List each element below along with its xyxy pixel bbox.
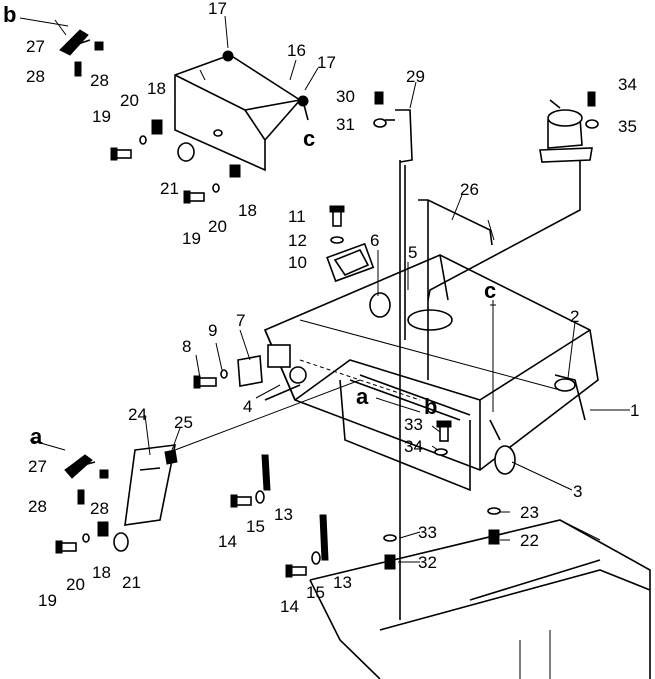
clip-27-top	[59, 29, 104, 77]
clip-27-bottom	[64, 454, 109, 505]
label-part-23: 23	[520, 503, 539, 522]
hardware-bolts	[55, 119, 501, 578]
left-bracket-24	[124, 379, 361, 526]
label-part-20a: 20	[120, 91, 139, 110]
floor-platform	[309, 519, 651, 679]
view-letter-a-mid: a	[356, 384, 369, 409]
leader-lines	[19, 15, 630, 563]
label-part-28a: 28	[26, 67, 45, 86]
horn-sensor	[427, 91, 599, 301]
label-part-1: 1	[630, 401, 639, 420]
bracket-29	[373, 91, 413, 620]
label-part-9: 9	[208, 321, 217, 340]
label-part-8: 8	[182, 337, 191, 356]
label-part-26: 26	[460, 180, 479, 199]
label-part-20b: 20	[208, 217, 227, 236]
label-part-32: 32	[418, 553, 437, 572]
label-part-18a: 18	[147, 79, 166, 98]
label-part-12: 12	[288, 231, 307, 250]
label-part-15a: 15	[246, 517, 265, 536]
label-part-7: 7	[236, 311, 245, 330]
label-part-28b: 28	[90, 71, 109, 90]
label-part-14a: 14	[218, 532, 237, 551]
view-letter-a-left: a	[30, 424, 43, 449]
label-part-33b: 33	[418, 523, 437, 542]
label-part-34a: 34	[618, 75, 637, 94]
label-part-4: 4	[243, 397, 252, 416]
part-number-labels: 1 2 3 4 5 6 7 8 9 10 11 12 13 13 14 14 1…	[3, 0, 639, 616]
label-part-16: 16	[287, 41, 306, 60]
label-part-3: 3	[573, 482, 582, 501]
top-cover	[174, 50, 309, 172]
label-part-5: 5	[408, 243, 417, 262]
label-part-25: 25	[174, 413, 193, 432]
label-part-24: 24	[128, 405, 147, 424]
label-part-27b: 27	[28, 457, 47, 476]
label-part-10: 10	[288, 253, 307, 272]
label-part-30: 30	[336, 87, 355, 106]
label-part-19c: 19	[38, 591, 57, 610]
label-part-28c: 28	[28, 497, 47, 516]
label-part-14b: 14	[280, 597, 299, 616]
label-part-11: 11	[288, 207, 306, 226]
label-part-22: 22	[520, 531, 539, 550]
label-part-2: 2	[570, 307, 579, 326]
label-part-17a: 17	[208, 0, 227, 18]
main-cover-box	[263, 242, 599, 492]
label-part-29: 29	[406, 67, 425, 86]
label-part-19a: 19	[92, 107, 111, 126]
label-part-21b: 21	[122, 573, 141, 592]
label-part-35: 35	[618, 117, 637, 136]
view-letter-b-mid: b	[424, 394, 437, 419]
label-part-28d: 28	[90, 499, 109, 518]
label-part-33a: 33	[404, 415, 423, 434]
label-part-13b: 13	[333, 573, 352, 592]
label-part-19b: 19	[182, 229, 201, 248]
label-part-13a: 13	[274, 505, 293, 524]
view-letter-c-mid: c	[484, 278, 496, 303]
label-part-20c: 20	[66, 575, 85, 594]
view-letter-c-top: c	[303, 126, 315, 151]
label-part-27a: 27	[26, 37, 45, 56]
label-part-21a: 21	[160, 179, 179, 198]
label-part-34b: 34	[404, 437, 423, 456]
label-part-15b: 15	[306, 583, 325, 602]
label-part-6: 6	[370, 231, 379, 250]
rod-26	[418, 199, 495, 380]
label-part-18b: 18	[238, 201, 257, 220]
label-part-31: 31	[336, 115, 355, 134]
label-part-17b: 17	[317, 53, 336, 72]
view-letter-b-top: b	[3, 2, 16, 27]
label-part-18c: 18	[92, 563, 111, 582]
